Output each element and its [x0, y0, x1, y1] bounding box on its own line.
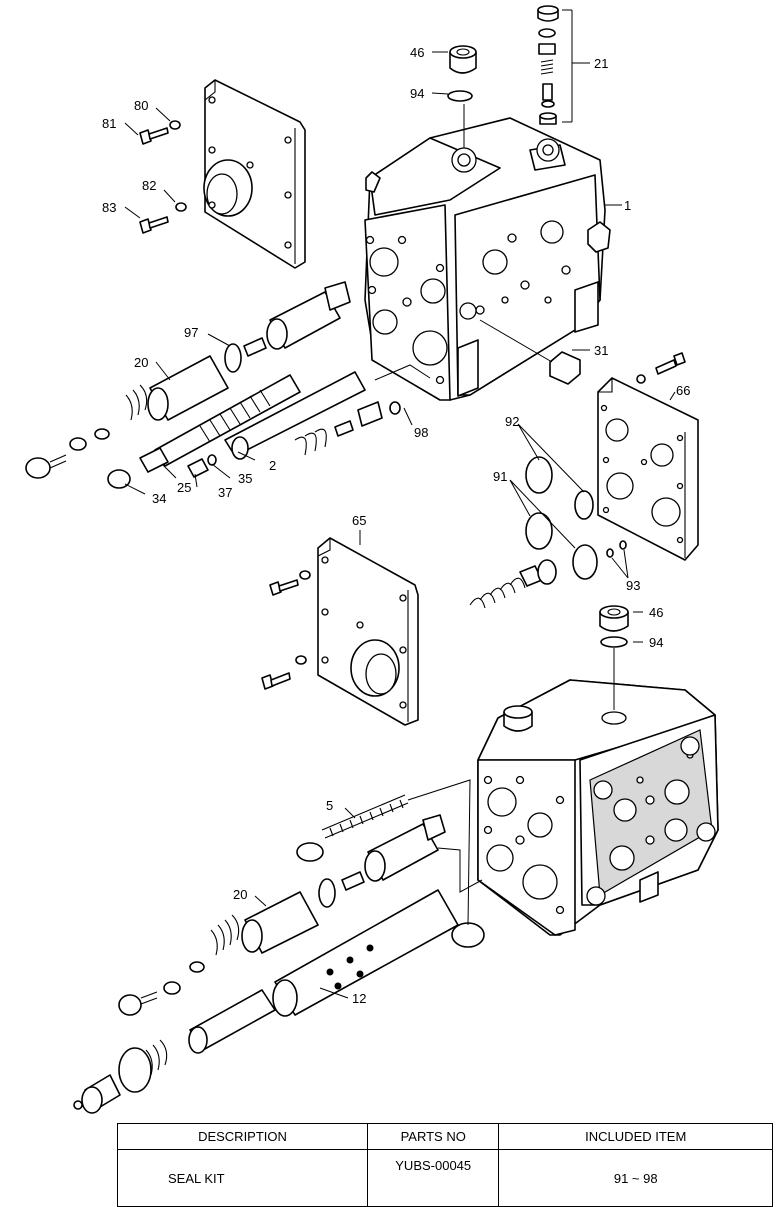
seal-kit-table: DESCRIPTION PARTS NO INCLUDED ITEM SEAL … [117, 1123, 773, 1207]
middle-cover-65 [317, 537, 419, 726]
o-ring-lower [318, 878, 336, 908]
label-part-66: 66 [676, 383, 690, 398]
washer-82 [175, 202, 187, 212]
plug-46-lower [599, 605, 629, 632]
washer-34 [107, 469, 131, 489]
spool-lower-end [145, 989, 276, 1076]
cell-included-item: 91 ~ 98 [498, 1149, 773, 1207]
o-ring-lower-end [118, 1047, 152, 1093]
end-cap-lower [73, 1074, 121, 1114]
cap-upper-left [25, 428, 110, 479]
cap-lower-left [118, 961, 205, 1016]
label-part-98: 98 [414, 425, 428, 440]
seal-ring-lower [451, 922, 485, 948]
label-part-46-lower: 46 [649, 605, 663, 620]
part-25 [139, 447, 169, 473]
washer-80 [169, 120, 181, 130]
o-ring-91-small [572, 544, 598, 580]
label-part-94-lower: 94 [649, 635, 663, 650]
cell-parts-no: YUBS-00045 [366, 1149, 500, 1207]
label-part-20-lower: 20 [233, 887, 247, 902]
label-part-37: 37 [218, 485, 232, 500]
part-37 [187, 458, 209, 478]
o-ring-94-upper [447, 90, 473, 102]
bolt-65-upper [269, 570, 311, 596]
sleeve-lower [364, 814, 446, 882]
seal-kit-table-header-row: DESCRIPTION PARTS NO INCLUDED ITEM [117, 1123, 773, 1150]
lower-valve-body [477, 679, 719, 936]
header-parts-no: PARTS NO [366, 1123, 500, 1150]
bolt-83 [139, 216, 169, 234]
label-part-81: 81 [102, 116, 116, 131]
part-35 [207, 454, 217, 466]
label-part-97: 97 [184, 325, 198, 340]
label-part-91: 91 [493, 469, 507, 484]
cell-description: SEAL KIT [117, 1149, 368, 1207]
label-part-93: 93 [626, 578, 640, 593]
label-part-12: 12 [352, 991, 366, 1006]
bolt-66 [636, 352, 686, 384]
leader-lines [124, 9, 676, 999]
upper-left-cover [203, 79, 306, 269]
label-part-80: 80 [134, 98, 148, 113]
label-part-31: 31 [594, 343, 608, 358]
o-ring-92-large [525, 456, 553, 494]
header-description: DESCRIPTION [117, 1123, 368, 1150]
label-part-83: 83 [102, 200, 116, 215]
bolt-81 [139, 127, 169, 145]
spring-mid [469, 559, 557, 609]
o-ring-91-large [525, 512, 553, 550]
label-part-46-upper: 46 [410, 45, 424, 60]
table-row: SEAL KIT YUBS-00045 91 ~ 98 [117, 1149, 773, 1207]
spool-12 [272, 889, 459, 1017]
label-part-5: 5 [326, 798, 333, 813]
assembly-21 [537, 5, 559, 125]
o-ring-97 [224, 343, 242, 373]
housing-20-upper [125, 355, 229, 421]
bolt-65-lower [261, 655, 307, 690]
label-part-2: 2 [269, 458, 276, 473]
o-ring-93-a [606, 548, 614, 558]
plug-31 [549, 351, 581, 385]
o-ring-94-lower [600, 636, 628, 648]
o-ring-92-small [574, 490, 594, 520]
spring-5 [296, 794, 409, 862]
right-cover-66 [597, 377, 699, 561]
label-part-92: 92 [505, 414, 519, 429]
upper-valve-body [364, 117, 611, 401]
housing-20-lower [210, 891, 319, 956]
plug-46-upper [449, 45, 477, 74]
label-part-65: 65 [352, 513, 366, 528]
cap-screw-lower [341, 871, 365, 891]
spool-2 [224, 371, 366, 460]
label-part-82: 82 [142, 178, 156, 193]
label-part-21: 21 [594, 56, 608, 71]
o-ring-93-b [619, 540, 627, 550]
label-part-94-upper: 94 [410, 86, 424, 101]
cap-screw-upper [243, 337, 267, 357]
exploded-parts-diagram: 1 2 5 12 20 20 21 25 31 34 35 37 46 46 6… [25, 5, 719, 1114]
label-part-34: 34 [152, 491, 166, 506]
sleeve-upper [266, 281, 351, 350]
header-included-item: INCLUDED ITEM [498, 1123, 773, 1150]
label-part-20-upper: 20 [134, 355, 148, 370]
label-part-25: 25 [177, 480, 191, 495]
spring-upper-right [294, 401, 401, 456]
label-part-1: 1 [624, 198, 631, 213]
label-part-35: 35 [238, 471, 252, 486]
